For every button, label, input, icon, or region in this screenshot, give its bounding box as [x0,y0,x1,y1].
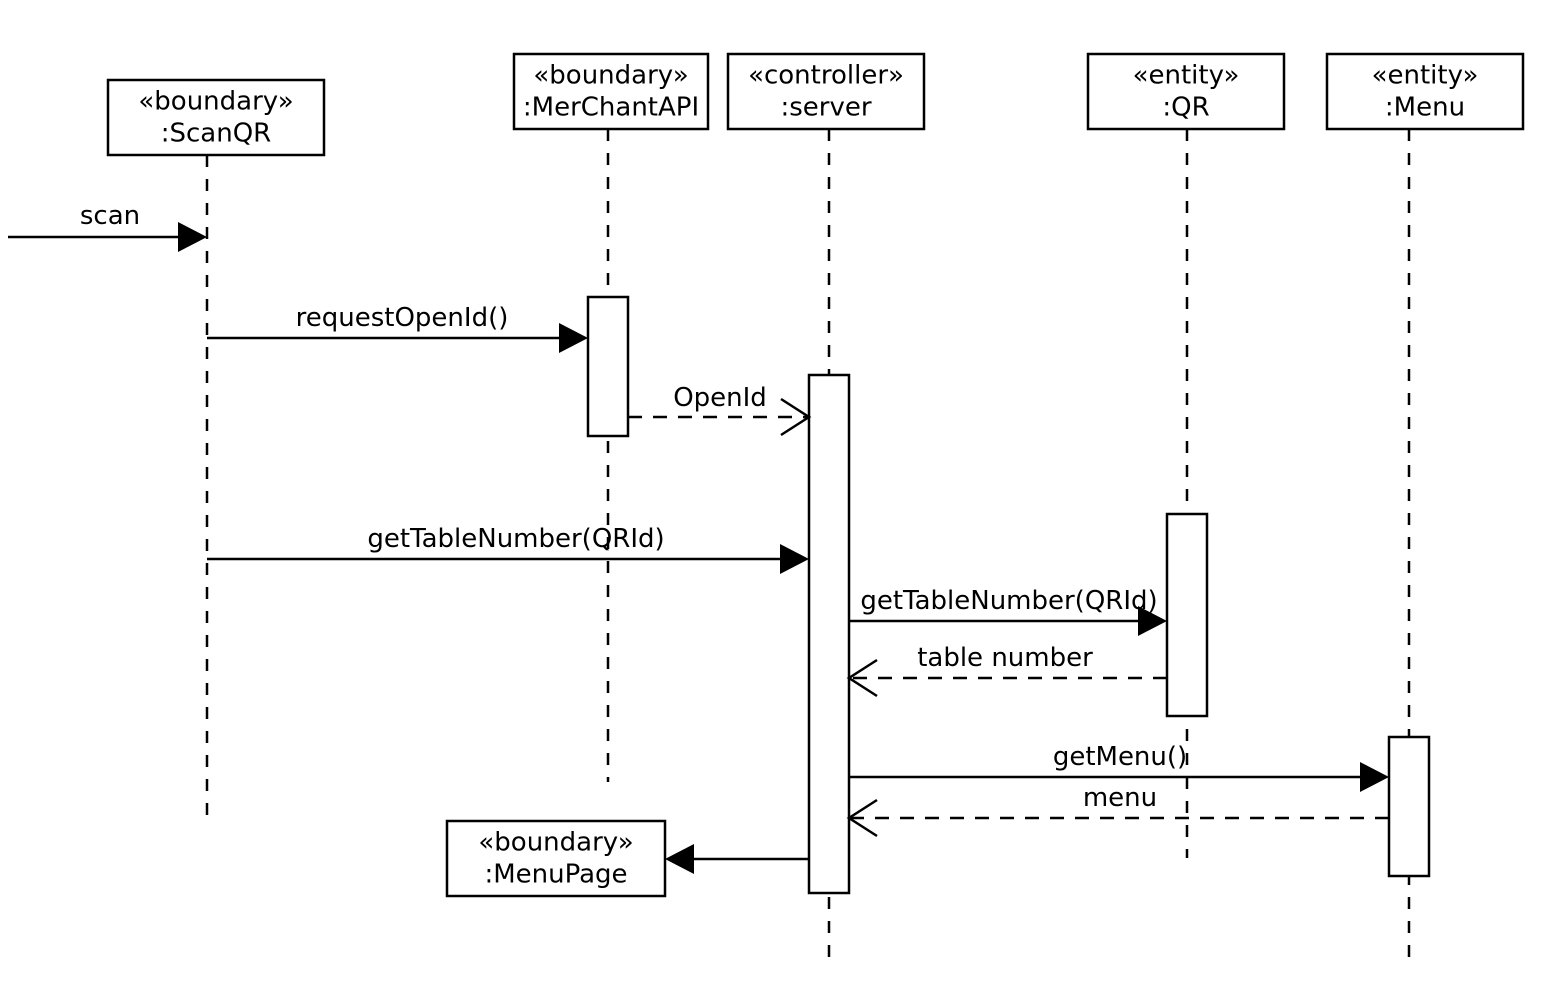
lifeline-heads: «boundary» :ScanQR «boundary» :MerChantA… [106,52,1525,898]
lifeline-stereotype-scanqr: «boundary» [138,87,293,117]
lifeline-head-scanqr[interactable]: «boundary» :ScanQR [106,78,326,157]
created-object-menupage[interactable]: «boundary» :MenuPage [445,819,667,898]
lifeline-head-qr[interactable]: «entity» :QR [1086,52,1286,131]
message-get-menu-arrowhead [1360,762,1389,792]
lifeline-name-qr: :QR [1162,93,1209,123]
message-request-open-id-label: requestOpenId() [296,303,509,333]
message-scan-arrowhead [178,222,207,252]
messages: scan requestOpenId() server (return) -->… [8,201,1389,874]
message-table-number[interactable]: table number [846,643,1167,698]
message-create-menu-page-arrowhead [665,844,694,874]
message-get-table-number-client-label: getTableNumber(QRId) [367,524,664,554]
message-menu-arrowhead [846,798,878,838]
lifeline-name-menu: :Menu [1385,93,1465,123]
message-get-table-number-qr-label: getTableNumber(QRId) [860,586,1157,616]
message-scan[interactable]: scan [8,201,207,252]
message-menu-label: menu [1083,783,1157,813]
activation-qr [1165,512,1209,718]
message-get-table-number-client[interactable]: getTableNumber(QRId) [207,524,809,574]
lifeline-stereotype-menu: «entity» [1372,61,1479,91]
lifeline-name-server: :server [780,93,871,123]
message-table-number-label: table number [917,643,1093,673]
lifeline-head-merchantapi[interactable]: «boundary» :MerChantAPI [512,52,710,131]
lifeline-head-menu[interactable]: «entity» :Menu [1325,52,1525,131]
message-menu[interactable]: menu [846,783,1389,838]
lifeline-stereotype-server: «controller» [748,61,904,91]
lifeline-head-server[interactable]: «controller» :server [726,52,926,131]
activation-bars [586,295,1431,895]
activation-merchantapi [586,295,630,438]
activation-menu [1387,735,1431,878]
lifeline-stereotype-merchantapi: «boundary» [533,61,688,91]
message-table-number-arrowhead [846,658,878,698]
message-get-table-number-qr[interactable]: getTableNumber(QRId) [849,586,1167,636]
activation-server [807,373,851,895]
message-open-id[interactable]: OpenId [628,383,812,437]
lifeline-name-scanqr: :ScanQR [161,119,272,149]
created-object-name-menupage: :MenuPage [484,860,627,890]
lifeline-stereotype-qr: «entity» [1133,61,1240,91]
message-open-id-label: OpenId [673,383,767,413]
message-open-id-arrowhead [780,397,812,437]
message-request-open-id[interactable]: requestOpenId() [207,303,588,353]
message-scan-label: scan [80,201,140,231]
message-request-open-id-arrowhead [559,323,588,353]
message-get-menu-label: getMenu() [1053,742,1187,772]
message-get-table-number-qr-arrowhead [1138,606,1167,636]
message-create-menu-page[interactable] [665,844,809,874]
created-object-stereotype-menupage: «boundary» [478,828,633,858]
message-get-table-number-client-arrowhead [780,544,809,574]
message-get-menu[interactable]: getMenu() [849,742,1389,792]
lifeline-name-merchantapi: :MerChantAPI [523,93,699,123]
